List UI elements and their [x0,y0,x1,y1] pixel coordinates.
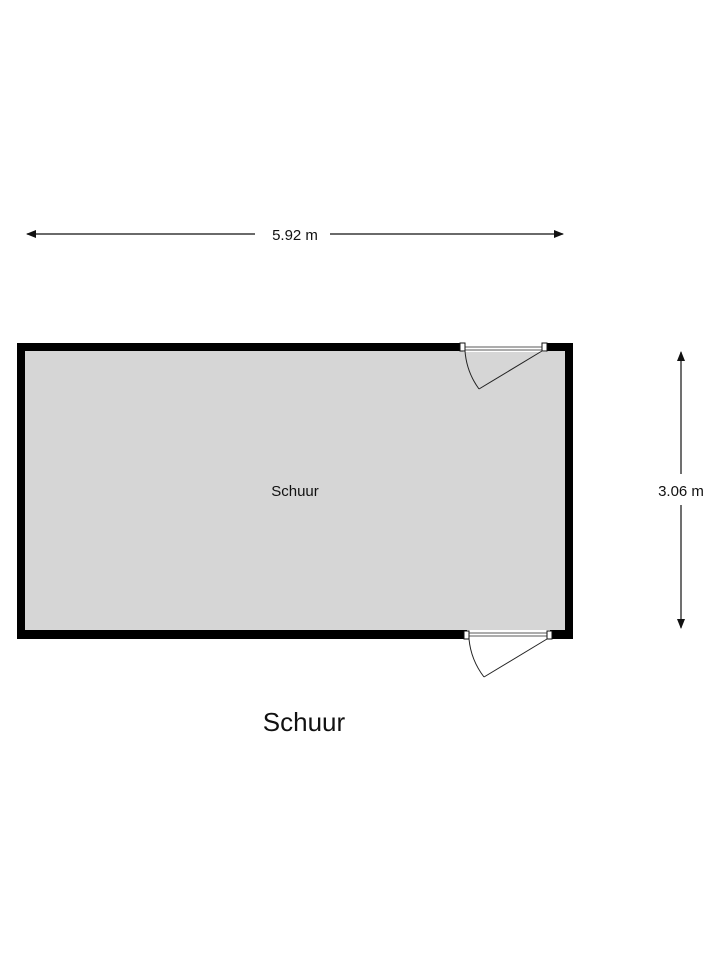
height-dimension: 3.06 m [658,351,704,629]
width-dimension-label: 5.92 m [272,227,318,244]
door-top [459,342,548,390]
door-swing-icon [483,638,548,678]
room-label: Schuur [271,483,319,500]
door-top-jamb-right [541,342,548,352]
door-bottom-swing-arc [468,638,485,678]
width-dimension: 5.92 m [26,227,564,244]
door-top-jamb-left [459,342,466,352]
door-bottom-opening [467,630,550,640]
door-swing-icon [478,350,543,390]
door-bottom-jamb-left [463,630,470,640]
door-bottom [463,630,553,678]
height-dimension-label: 3.06 m [658,483,704,500]
door-top-swing-arc [464,350,480,390]
room-schuur: Schuur [17,342,573,678]
plan-title: Schuur [263,707,346,737]
door-bottom-jamb-right [546,630,553,640]
room-floor [25,351,565,630]
